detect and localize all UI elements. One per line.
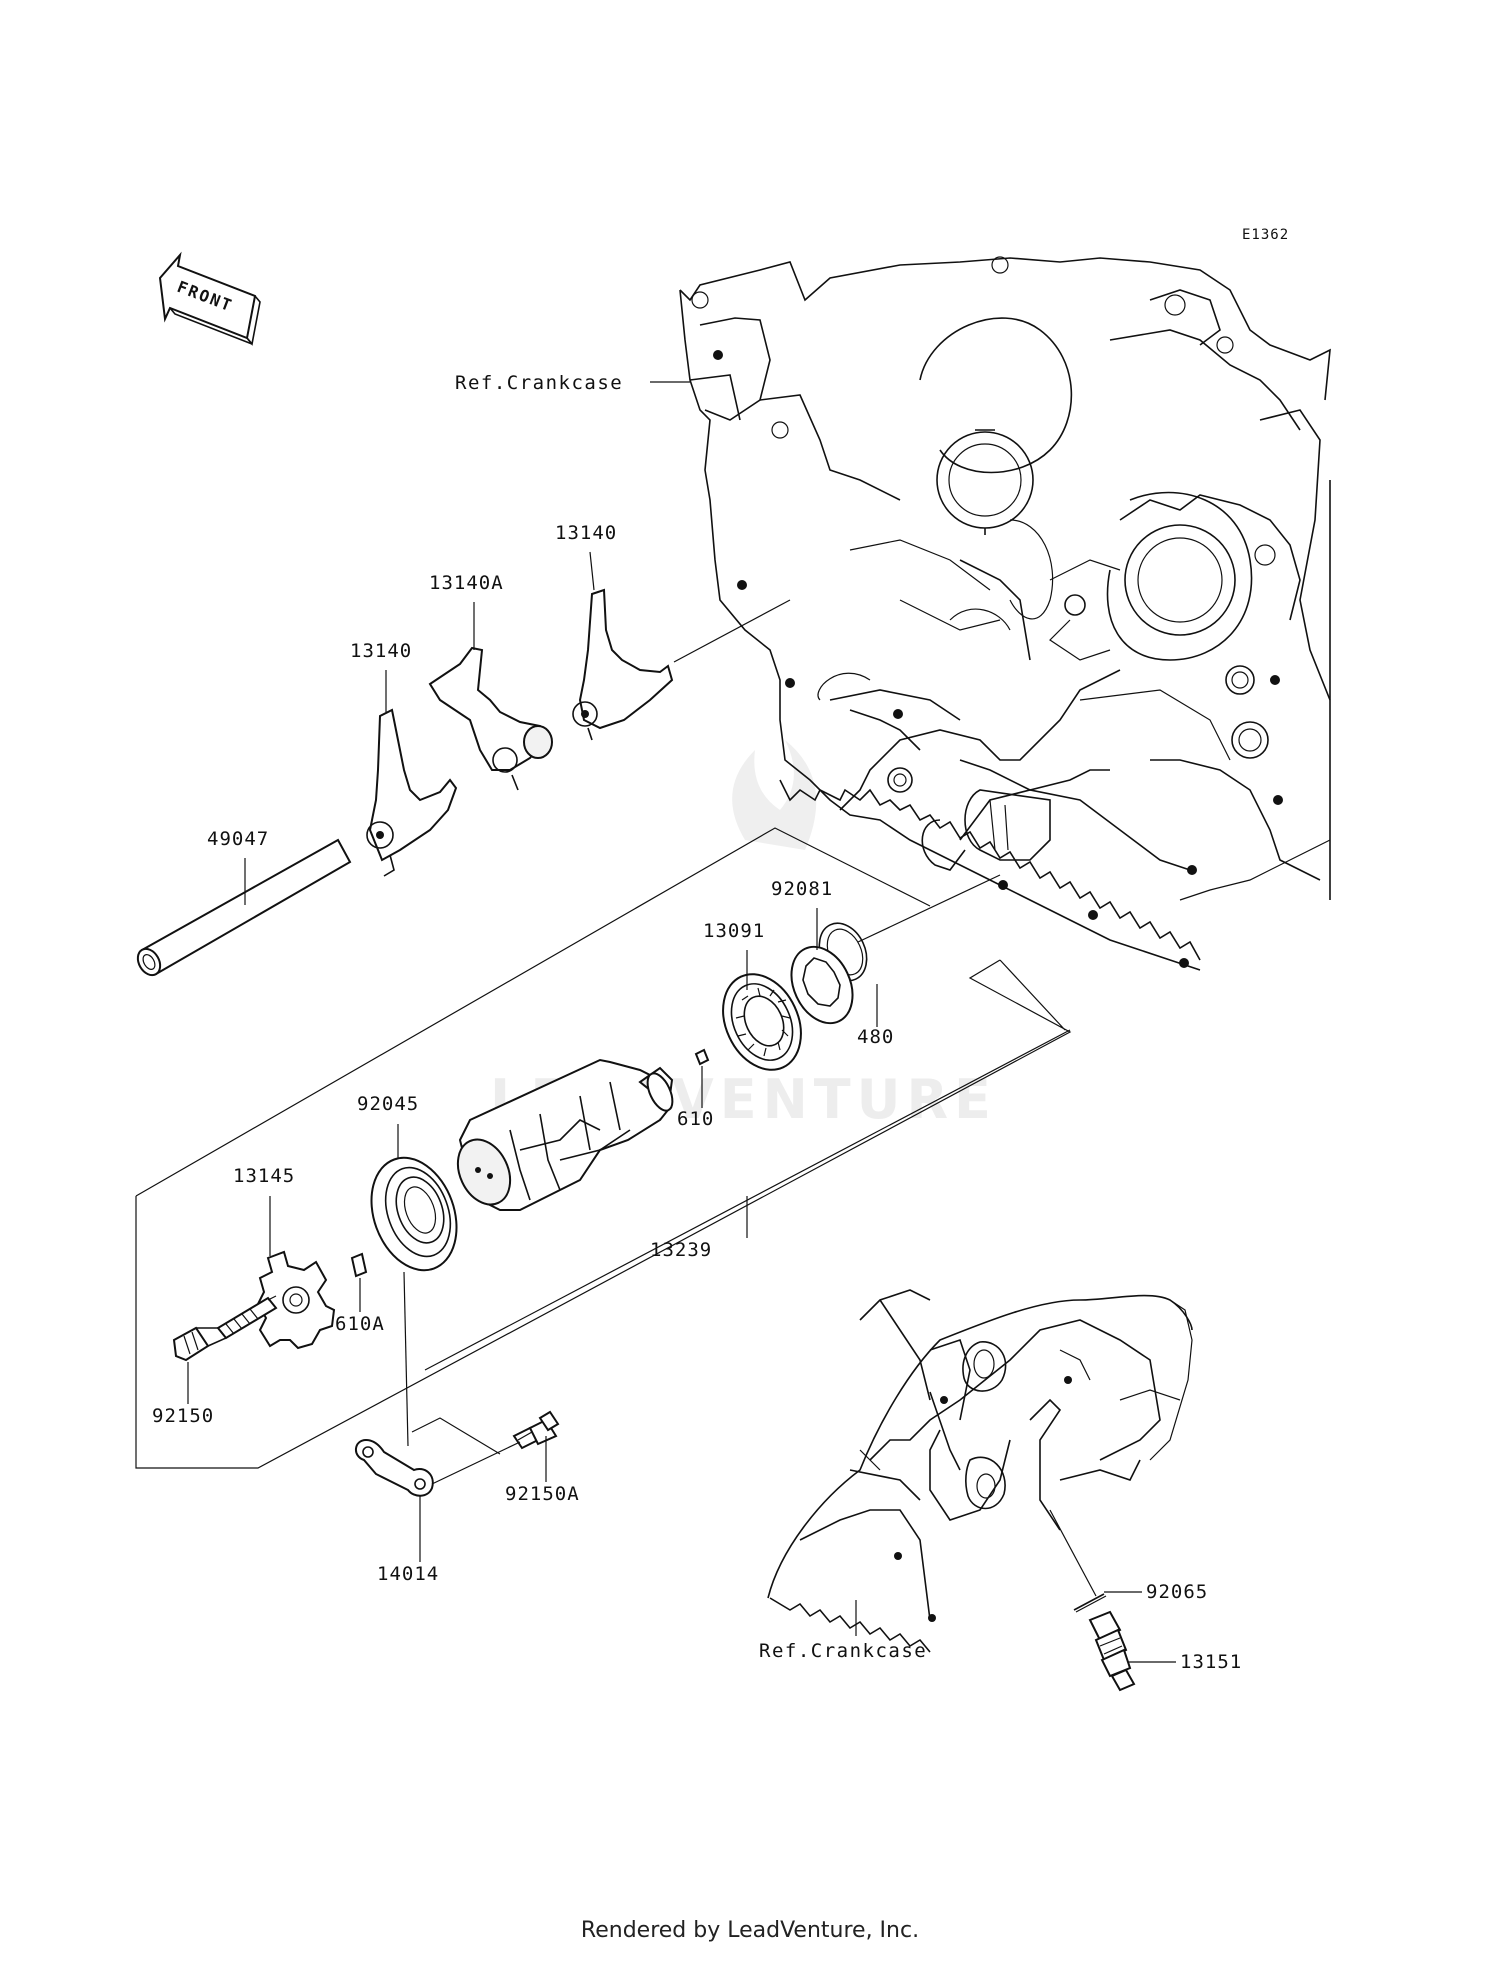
label-610: 610 [677, 1108, 714, 1130]
leader-14014-to-bolt [431, 1441, 521, 1485]
label-49047: 49047 [207, 828, 269, 850]
shift-drum-cam-13145 [256, 1250, 336, 1350]
holder-plate-14014 [355, 1438, 434, 1497]
bearing-92045 [370, 1156, 458, 1272]
fork-leader [673, 599, 791, 663]
shift-fork-13140A [428, 646, 553, 791]
leader-13140-right [589, 551, 595, 591]
pin-610A [350, 1252, 368, 1278]
assembly-bracket [135, 959, 1072, 1469]
bolt-92150A [512, 1410, 560, 1450]
diagram-code: E1362 [1242, 227, 1289, 243]
label-610A: 610A [335, 1313, 385, 1335]
label-480: 480 [857, 1026, 894, 1048]
leader-bolt-bracket [411, 1417, 501, 1455]
gasket-92065 [1073, 1593, 1107, 1613]
label-14014: 14014 [377, 1563, 439, 1585]
bolt-92150 [172, 1296, 278, 1362]
shift-fork-13140-right [572, 588, 674, 741]
bolt-thread-end [267, 1295, 277, 1301]
assembly-bracket-top [135, 827, 931, 1197]
label-92150: 92150 [152, 1405, 214, 1427]
leader-480-to-case [857, 874, 1001, 943]
label-92150A: 92150A [505, 1483, 580, 1505]
label-13151: 13151 [1180, 1651, 1242, 1673]
leader-92045-down [403, 1271, 409, 1447]
label-13091: 13091 [703, 920, 765, 942]
label-13239: 13239 [650, 1239, 712, 1261]
footer-credit: Rendered by LeadVenture, Inc. [580, 1918, 920, 1943]
crankcase-upper [679, 256, 1331, 971]
bearing-13091 [722, 973, 802, 1071]
label-13145: 13145 [233, 1165, 295, 1187]
label-13140A: 13140A [429, 572, 504, 594]
leader-switch-to-case [1049, 1509, 1097, 1597]
crankcase-lower [767, 1289, 1193, 1653]
plate-92081 [790, 945, 854, 1025]
label-92081: 92081 [771, 878, 833, 900]
shift-fork-shaft-49047 [136, 838, 352, 977]
shift-fork-13140-left [366, 708, 458, 877]
ref-crankcase-top-label: Ref.Crankcase [455, 372, 623, 394]
label-13140-left: 13140 [350, 640, 412, 662]
label-13140-right: 13140 [555, 522, 617, 544]
pin-610 [694, 1048, 710, 1066]
shift-drum-13239 [456, 1058, 674, 1211]
front-arrow-icon: FRONT [158, 251, 261, 346]
neutral-switch-13151 [1088, 1610, 1136, 1692]
label-92065: 92065 [1146, 1581, 1208, 1603]
label-92045: 92045 [357, 1093, 419, 1115]
ref-crankcase-bottom-label: Ref.Crankcase [759, 1640, 927, 1662]
